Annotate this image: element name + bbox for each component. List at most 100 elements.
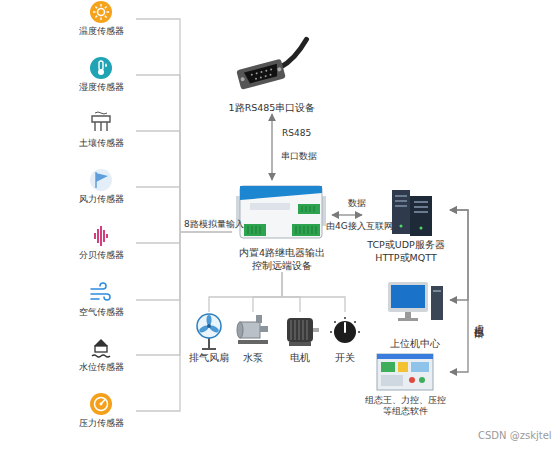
server-icon [414,211,428,213]
sensor-wire [136,232,232,300]
server-icon [392,190,410,234]
relay-wire [253,272,282,312]
decibel-icon [100,226,102,246]
software-screen [381,362,395,372]
node-label: 温度传感器 [79,26,124,38]
software-screen [398,362,408,372]
software-screen [409,377,415,383]
air-icon [91,283,110,300]
db9-connector [255,72,257,74]
db9-connector [260,76,262,78]
fan-icon [207,315,212,325]
controller-device [250,203,290,210]
computer-icon [388,282,428,312]
pressure-sensor: 压力传感器 [66,392,136,430]
computer-icon [388,282,443,321]
humidity-icon [98,69,104,75]
software-screen [377,354,433,390]
software-screen [419,377,425,383]
temperature-icon [93,4,109,20]
db9-connector [244,64,280,84]
controller-device [298,204,320,214]
server-icon [392,190,432,236]
pump-icon [260,326,268,332]
host-computer: 上位机中心 [380,278,450,350]
water-level-sensor: 水位传感器 [66,336,136,374]
software-screen [377,354,433,390]
edge-label: 数据 [348,198,366,209]
db9-connector [233,39,315,90]
switch-knob [354,321,356,323]
node-label: 开关 [335,352,355,364]
relay-wire [282,272,345,312]
sensor-wire [136,232,232,411]
wind-sensor: 风力传感器 [66,168,136,206]
soil-icon [92,112,110,131]
decibel-icon [94,226,108,246]
controller-device [322,196,326,226]
wind-icon [90,169,112,191]
fan-icon [207,324,211,328]
serial-link [271,114,272,180]
node-label: 水位传感器 [79,362,124,374]
soil-sensor: 土壤传感器 [66,112,136,150]
decibel-sensor: 分贝传感器 [66,224,136,262]
humidity-icon [90,57,112,79]
switch-knob [334,321,356,343]
sensor-wire [136,75,232,232]
air-icon [91,283,110,300]
software-screen [381,375,403,386]
link-label: 虚拟串口 [474,316,485,324]
pump-icon [237,322,243,338]
server-icon [414,206,428,208]
wind-icon [96,173,108,182]
motor-icon [287,318,319,346]
computer-icon [431,286,443,320]
decibel-icon [97,229,99,243]
db9-connector [251,73,253,75]
pressure-icon [90,393,112,415]
node-label: 上位机中心 [390,338,440,350]
virtual-serial-link [450,210,468,300]
temperature-icon [98,9,105,16]
switch-knob [344,317,346,319]
decibel-icon [106,234,108,238]
node-label: 土壤传感器 [79,138,124,150]
link-label: 由4G接入互联网 [326,221,393,232]
network-link [332,214,362,215]
fan-icon [197,314,221,338]
db9-connector [264,75,266,77]
soil-icon [95,112,107,114]
node-label: 电机 [290,352,310,364]
controller-device [236,186,326,238]
software-screen [377,354,433,359]
pump-icon [238,340,268,344]
db9-connector [240,77,245,82]
humidity-icon [90,57,112,79]
computer-icon [391,285,425,308]
water-level-icon [94,339,108,346]
pump-node: 水泵 [233,312,273,364]
server-icon [395,205,407,207]
node-label: 压力传感器 [79,418,124,430]
pressure-icon [90,393,112,415]
temperature-sensor: 温度传感器 [66,0,136,38]
temperature-icon [90,1,112,23]
sensor-wire [136,232,232,355]
relay-wire [282,272,300,312]
watermark: CSDN @zskjtel [478,430,552,442]
controller-device [240,186,322,238]
motor-icon [313,328,319,332]
node-label: 空气传感器 [79,307,124,319]
decibel-icon [103,230,105,242]
input-label: 8路模拟量输入 [184,219,244,230]
sensor-wire [136,19,232,232]
config-software: 组态王、力控、压控 等组态软件 [360,352,450,418]
db9-connector [277,67,282,72]
db9-connector [236,59,286,90]
